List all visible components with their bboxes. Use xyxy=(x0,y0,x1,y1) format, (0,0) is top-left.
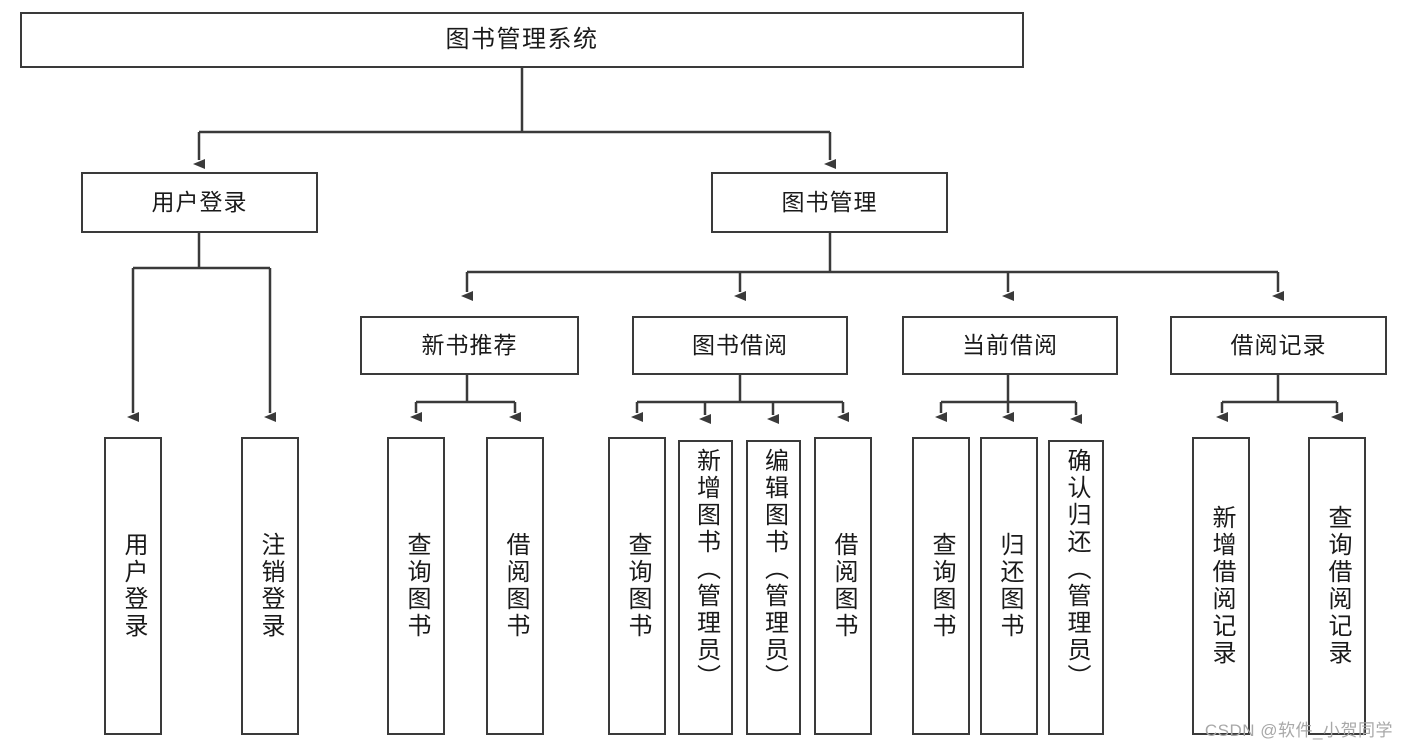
leaf-add-record-label: 新增借阅记录 xyxy=(1208,505,1235,667)
leaf-user-logout[interactable]: 注销登录 xyxy=(241,437,299,735)
node-book-manage[interactable]: 图书管理 xyxy=(711,172,948,233)
leaf-user-login[interactable]: 用户登录 xyxy=(104,437,162,735)
node-book-manage-label: 图书管理 xyxy=(781,188,878,215)
node-current-borrow[interactable]: 当前借阅 xyxy=(902,316,1118,375)
node-new-book-recommend[interactable]: 新书推荐 xyxy=(360,316,579,375)
leaf-user-logout-label: 注销登录 xyxy=(257,532,284,640)
node-root-label: 图书管理系统 xyxy=(445,25,599,53)
leaf-return-book[interactable]: 归还图书 xyxy=(980,437,1038,735)
node-borrow-record-label: 借阅记录 xyxy=(1230,331,1327,358)
node-root[interactable]: 图书管理系统 xyxy=(20,12,1024,68)
leaf-query-book-2-label: 查询图书 xyxy=(624,532,651,640)
node-user-login-label: 用户登录 xyxy=(151,188,248,215)
leaf-query-book-1-label: 查询图书 xyxy=(403,532,430,640)
leaf-edit-book[interactable]: 编辑图书（管理员） xyxy=(746,440,801,735)
leaf-add-book[interactable]: 新增图书（管理员） xyxy=(678,440,733,735)
csdn-watermark: CSDN @软件_小贺同学 xyxy=(1204,721,1393,740)
leaf-query-record-label: 查询借阅记录 xyxy=(1324,505,1351,667)
leaf-return-book-label: 归还图书 xyxy=(996,532,1023,640)
node-new-book-recommend-label: 新书推荐 xyxy=(421,331,518,358)
leaf-edit-book-label: 编辑图书（管理员） xyxy=(760,448,788,691)
node-borrow-record[interactable]: 借阅记录 xyxy=(1170,316,1387,375)
node-book-borrow[interactable]: 图书借阅 xyxy=(632,316,848,375)
node-user-login[interactable]: 用户登录 xyxy=(81,172,318,233)
leaf-query-book-1[interactable]: 查询图书 xyxy=(387,437,445,735)
leaf-query-book-2[interactable]: 查询图书 xyxy=(608,437,666,735)
node-book-borrow-label: 图书借阅 xyxy=(692,331,788,358)
leaf-borrow-book-1[interactable]: 借阅图书 xyxy=(486,437,544,735)
leaf-query-book-3-label: 查询图书 xyxy=(928,532,955,640)
leaf-user-login-label: 用户登录 xyxy=(120,532,147,640)
leaf-confirm-return-label: 确认归还（管理员） xyxy=(1063,448,1090,691)
leaf-query-record[interactable]: 查询借阅记录 xyxy=(1308,437,1366,735)
leaf-add-book-label: 新增图书（管理员） xyxy=(692,448,720,691)
leaf-borrow-book-2-label: 借阅图书 xyxy=(830,532,857,640)
leaf-query-book-3[interactable]: 查询图书 xyxy=(912,437,970,735)
leaf-add-record[interactable]: 新增借阅记录 xyxy=(1192,437,1250,735)
leaf-borrow-book-2[interactable]: 借阅图书 xyxy=(814,437,872,735)
node-current-borrow-label: 当前借阅 xyxy=(962,331,1058,358)
leaf-confirm-return[interactable]: 确认归还（管理员） xyxy=(1048,440,1104,735)
leaf-borrow-book-1-label: 借阅图书 xyxy=(502,532,529,640)
